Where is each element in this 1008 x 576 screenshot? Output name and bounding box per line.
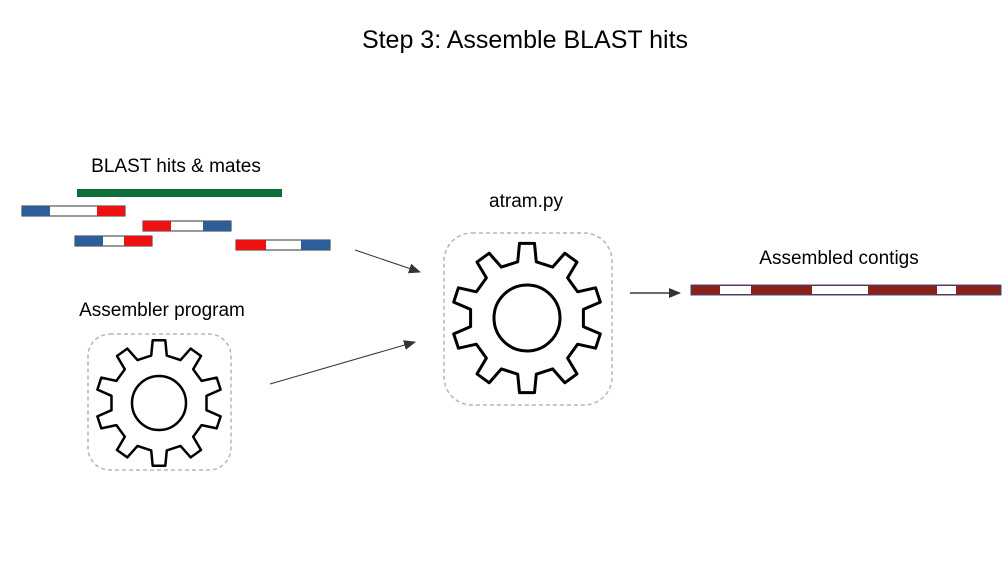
arrow-assembler-to-atram: [269, 340, 416, 385]
assembler-program-label: Assembler program: [79, 300, 245, 321]
assembler-box: [87, 333, 232, 471]
blast-hits-label: BLAST hits & mates: [91, 156, 261, 177]
read-pair: [74, 235, 153, 247]
gear-icon: [452, 241, 602, 395]
diagram-title: Step 3: Assemble BLAST hits: [362, 26, 688, 54]
arrow-hits-to-atram: [354, 249, 421, 274]
read-pair: [235, 239, 331, 251]
assembled-contig-bar: [690, 284, 1002, 296]
read-pair: [21, 205, 126, 217]
gear-icon: [96, 339, 222, 467]
read-pair: [142, 220, 232, 232]
assembled-contigs-label: Assembled contigs: [759, 248, 918, 269]
reference-sequence-bar: [77, 189, 282, 197]
atram-label: atram.py: [489, 191, 563, 212]
